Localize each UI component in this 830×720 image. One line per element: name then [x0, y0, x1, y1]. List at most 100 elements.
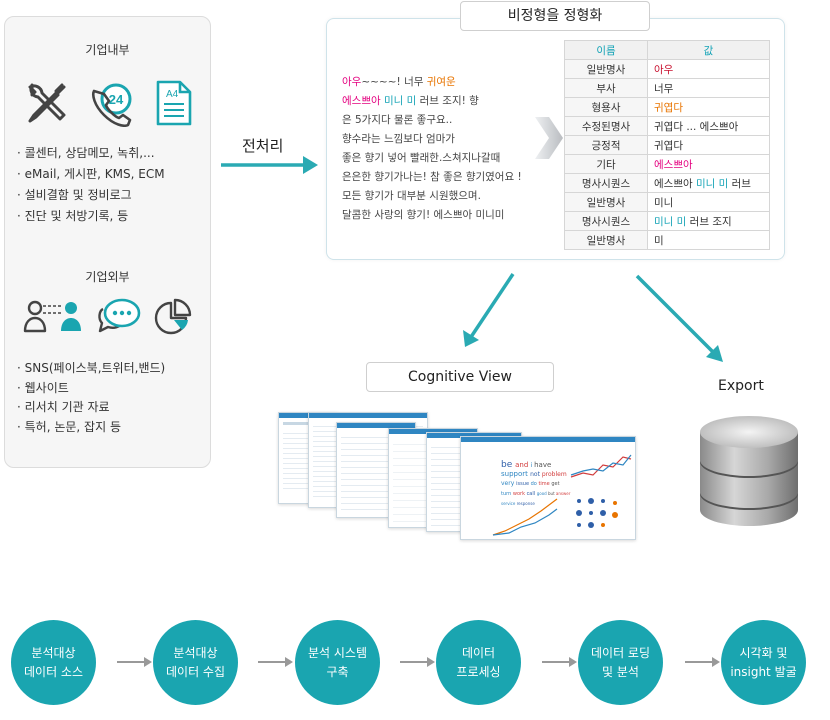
text-segment: ~~~~! 너무 [361, 76, 427, 88]
word-cloud-word: not [530, 471, 542, 478]
table-cell-name: 수정된명사 [564, 116, 648, 136]
text-segment: 귀엽다 [654, 101, 683, 114]
source-line: 향수라는 느낌보다 엄마가 [342, 130, 552, 149]
process-step-label: insight 발굴 [730, 664, 797, 679]
word-cloud-word: call [526, 491, 537, 497]
process-step-label: 분석대상 [31, 645, 76, 660]
word-cloud-word: be [501, 460, 516, 470]
table-cell-value: 귀엽다 ... 에스쁘아 [647, 116, 770, 136]
source-line: 달콤한 사랑의 향기! 에스쁘아 미니미 [342, 206, 552, 225]
word-cloud-word: good [536, 491, 548, 496]
preprocess-arrow [221, 156, 318, 174]
text-segment: 달콤한 사랑의 향기! 에스쁘아 미니미 [342, 209, 505, 221]
svg-text:24: 24 [108, 92, 123, 107]
word-cloud-word: i [530, 462, 535, 469]
header-name: 이름 [564, 40, 648, 60]
source-line: 좋은 향기 넣어 빨래한.스쳐지나갈때 [342, 149, 552, 168]
word-cloud-word: turn [501, 491, 513, 497]
internal-list: 콜센터, 상담메모, 녹취,... eMail, 게시판, KMS, ECM 설… [17, 143, 165, 227]
line-chart-thumbnail [570, 454, 632, 478]
word-cloud-word: but [548, 491, 556, 496]
source-line: 아우~~~~! 너무 귀여운 [342, 73, 552, 92]
word-cloud-word: time [538, 481, 552, 487]
text-segment: 러브 [728, 177, 751, 190]
list-item: SNS(페이스북,트위터,밴드) [17, 359, 166, 379]
to-cognitive-arrow [463, 273, 515, 347]
text-segment: 귀엽다 ... 에스쁘아 [654, 120, 739, 133]
text-segment: 미 [654, 234, 664, 247]
word-cloud-word: problem [541, 471, 567, 478]
source-line: 에스쁘아 미니 미 러브 조지! 향 [342, 92, 552, 111]
process-step-label: 데이터 수집 [165, 664, 225, 679]
text-segment: 미니 미 [695, 177, 729, 190]
text-segment: 미니 [654, 196, 674, 209]
table-cell-name: 기타 [564, 154, 648, 174]
a4-document-icon: A4 [156, 80, 191, 126]
text-segment: 아우 [342, 76, 362, 88]
people-network-icon [23, 300, 81, 333]
process-step-label: 프로세싱 [456, 664, 501, 679]
table-cell-name: 명사시퀀스 [564, 173, 648, 193]
text-segment: 너무 [654, 82, 674, 95]
pie-chart-icon [154, 298, 191, 335]
table-cell-value: 귀엽다 [647, 135, 770, 155]
source-line: 은 5가지다 물론 좋구요.. [342, 111, 552, 130]
table-cell-value: 미 [647, 230, 770, 250]
tools-icon [28, 83, 65, 123]
process-step-label: 데이터 로딩 [590, 645, 650, 660]
external-list: SNS(페이스북,트위터,밴드) 웹사이트 리서치 기관 자료 특허, 논문, … [17, 359, 166, 438]
table-cell-name: 부사 [564, 78, 648, 98]
process-step-label: 데이터 [461, 645, 496, 660]
table-cell-value: 아우 [647, 59, 770, 79]
text-segment: 모든 향기가 대부분 시원했으며. [342, 190, 481, 202]
process-step: 시각화 및 insight 발굴 [721, 620, 806, 705]
table-cell-value: 에스쁘아 미니 미 러브 [647, 173, 770, 193]
scatter-thumbnail [492, 498, 558, 536]
table-cell-value: 귀엽다 [647, 97, 770, 117]
text-segment: 러브 조지 [686, 215, 732, 228]
list-item: 설비결함 및 정비로그 [17, 185, 165, 206]
table-row: 일반명사 아우 [564, 59, 770, 79]
table-cell-name: 형용사 [564, 97, 648, 117]
word-cloud-word: get [551, 481, 560, 487]
word-cloud-word: have [534, 461, 552, 469]
process-step-label: 시각화 및 [739, 645, 788, 660]
step-arrows [117, 657, 720, 667]
svg-text:A4: A4 [166, 89, 179, 100]
word-cloud-word: answer [555, 491, 571, 496]
text-segment: 은 5가지다 물론 좋구요.. [342, 114, 453, 126]
text-segment: 미니 미 [383, 95, 417, 107]
word-cloud-word: service [501, 501, 517, 506]
list-item: 특허, 논문, 잡지 등 [17, 418, 165, 438]
internal-icons: 24 A4 [5, 79, 210, 127]
word-cloud-word: work [512, 491, 527, 497]
table-cell-name: 일반명사 [564, 59, 648, 79]
table-cell-value: 미니 미 러브 조지 [647, 211, 770, 231]
table-row: 수정된명사 귀엽다 ... 에스쁘아 [564, 116, 770, 136]
text-segment: 귀여운 [426, 76, 456, 88]
external-icons [5, 297, 210, 337]
process-step-label: 분석 시스템 [307, 645, 367, 660]
text-segment: 아우 [654, 63, 674, 76]
list-item: 콜센터, 상담메모, 녹취,... [17, 143, 165, 164]
source-line: 은은한 향기가나는! 참 좋은 향기였어요 ! [342, 168, 552, 187]
chevron-right-icon [535, 117, 563, 159]
word-cloud-word: response [516, 501, 535, 506]
word-cloud-word: issue [516, 481, 531, 487]
list-item: 리서치 기관 자료 [17, 398, 165, 418]
list-item: 웹사이트 [17, 379, 165, 399]
cognitive-view-screens: be and i have support not problem very i… [276, 408, 638, 540]
word-cloud-word: very [501, 480, 517, 487]
